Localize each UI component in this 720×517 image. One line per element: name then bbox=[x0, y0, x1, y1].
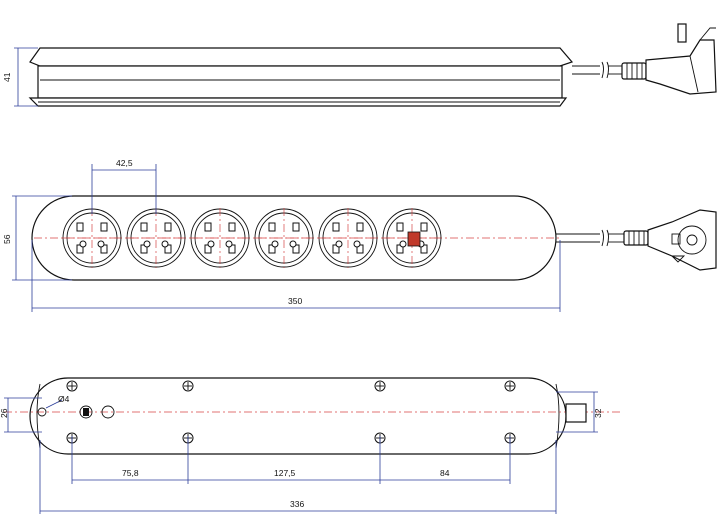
side-plug-grip bbox=[699, 27, 716, 41]
bottom-label-circle bbox=[79, 405, 93, 419]
dim-bottom-length-label: 336 bbox=[290, 499, 304, 509]
socket-earth-clip bbox=[292, 222, 300, 232]
socket-pin-hole bbox=[207, 240, 215, 248]
socket-pin-hole bbox=[353, 240, 361, 248]
socket-earth-clip bbox=[76, 222, 84, 232]
socket-earth-clip bbox=[140, 222, 148, 232]
dim-cable-height: 32 bbox=[556, 391, 603, 433]
socket-pin-hole bbox=[399, 240, 407, 248]
screw-foot bbox=[182, 380, 194, 392]
socket-earth-clip bbox=[228, 222, 236, 232]
bottom-view-left-edge bbox=[36, 383, 41, 449]
socket bbox=[318, 208, 378, 268]
dim-side-height: 41 bbox=[2, 47, 38, 107]
socket bbox=[190, 208, 250, 268]
socket bbox=[254, 208, 314, 268]
top-plug-face bbox=[677, 225, 707, 255]
dim-bottom-height: 26 bbox=[0, 397, 42, 433]
socket-earth-clip bbox=[100, 222, 108, 232]
top-cable-break bbox=[601, 229, 609, 247]
socket-pin-hole bbox=[97, 240, 105, 248]
dim-cable-height-label: 32 bbox=[593, 408, 603, 418]
power-switch bbox=[407, 231, 421, 247]
bottom-label-mark bbox=[83, 408, 89, 416]
socket-pin-hole bbox=[225, 240, 233, 248]
dim-bottom-height-label: 26 bbox=[0, 408, 9, 418]
top-plug-earth bbox=[686, 234, 698, 246]
bottom-view-body bbox=[29, 377, 567, 455]
top-plug-symbol bbox=[670, 255, 686, 263]
dim-top-length: 350 bbox=[31, 240, 561, 312]
screw-foot bbox=[66, 380, 78, 392]
top-view: 42,5 56 350 bbox=[2, 158, 717, 312]
socket-pin-hole bbox=[335, 240, 343, 248]
socket-earth-clip bbox=[332, 222, 340, 232]
bottom-view-right-edge bbox=[555, 383, 560, 449]
socket-earth-clip bbox=[356, 222, 364, 232]
dim-side-height-label: 41 bbox=[2, 72, 12, 82]
screw-foot bbox=[374, 380, 386, 392]
side-plug-edge bbox=[689, 55, 699, 93]
dim-hole-leader bbox=[45, 399, 63, 409]
bottom-mount-hole bbox=[37, 407, 47, 417]
socket-earth-clip bbox=[396, 222, 404, 232]
dim-socket-spacing: 42,5 bbox=[91, 158, 157, 214]
dim-bottom-length: 336 bbox=[39, 440, 557, 514]
dim-socket-spacing-label: 42,5 bbox=[116, 158, 133, 168]
socket bbox=[382, 208, 442, 268]
socket-earth-clip bbox=[420, 222, 428, 232]
top-plug-body bbox=[647, 209, 717, 271]
side-cable-break bbox=[601, 61, 609, 79]
socket bbox=[126, 208, 186, 268]
bottom-vent-circle bbox=[101, 405, 115, 419]
side-view-body bbox=[37, 65, 563, 99]
socket-earth-clip bbox=[268, 222, 276, 232]
dim-span-a-label: 75,8 bbox=[122, 468, 139, 478]
dim-top-height-label: 56 bbox=[2, 234, 12, 244]
socket-pin-hole bbox=[289, 240, 297, 248]
side-plug-body bbox=[645, 39, 717, 95]
socket-earth-clip bbox=[204, 222, 212, 232]
dim-hole-label: Ø4 bbox=[58, 394, 70, 404]
dim-chain: 75,8 127,5 84 bbox=[71, 436, 511, 484]
dim-top-length-label: 350 bbox=[288, 296, 302, 306]
side-plug-pin bbox=[677, 23, 687, 43]
top-plug-mark bbox=[671, 233, 681, 245]
screw-foot bbox=[504, 380, 516, 392]
bottom-cable-stub bbox=[565, 403, 587, 423]
dim-span-c-label: 84 bbox=[440, 468, 450, 478]
socket-pin-hole bbox=[161, 240, 169, 248]
side-strain-relief bbox=[621, 62, 647, 80]
side-view: 41 bbox=[2, 23, 717, 107]
dim-top-height: 56 bbox=[2, 195, 72, 281]
socket-pin-hole bbox=[271, 240, 279, 248]
top-strain-relief bbox=[623, 230, 649, 246]
socket-pin-hole bbox=[143, 240, 151, 248]
socket-earth-clip bbox=[164, 222, 172, 232]
socket-pin-hole bbox=[79, 240, 87, 248]
dim-span-b-label: 127,5 bbox=[274, 468, 296, 478]
side-view-top-cover bbox=[29, 47, 574, 67]
bottom-view: Ø4 26 32 75,8 127,5 84 bbox=[0, 377, 620, 514]
